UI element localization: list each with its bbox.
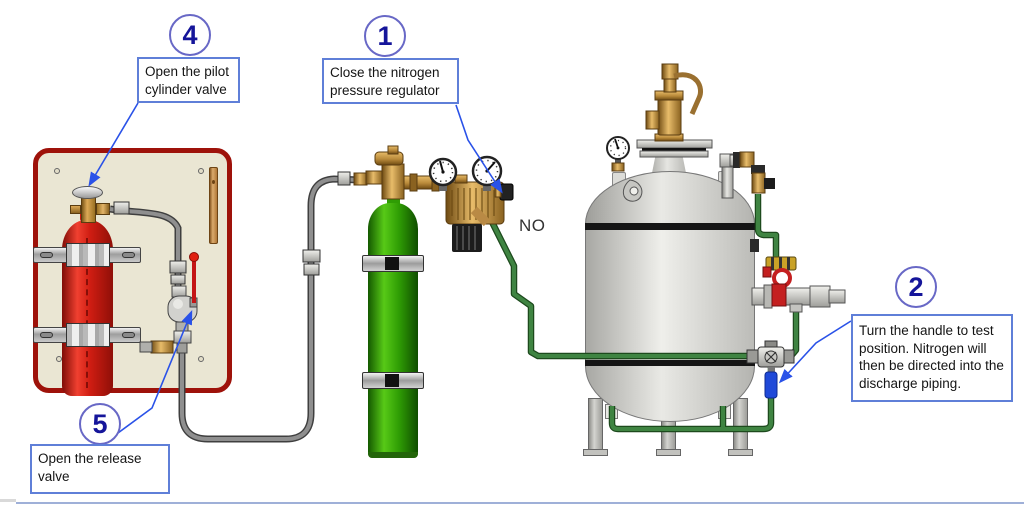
leader-step1 [455,104,503,194]
tank-pressure-gauge [606,136,630,172]
pilot-valve-outlet-nut [96,203,110,215]
pilot-cylinder-valve [81,197,96,223]
tank-foot [656,449,681,456]
callout-text: Open the release [38,451,142,466]
rail-slot [122,332,135,338]
panel-screw-hole [198,168,204,174]
tank-weld-band-lower [585,360,755,366]
callout-number-5: 5 [92,408,108,439]
clamp-buckle [385,257,399,270]
callout-box-4: Open the pilot cylinder valve [137,57,240,103]
discharge-pilot-valve [762,256,797,307]
pilot-cylinder-centerline [86,238,88,388]
tank-foot [728,449,753,456]
callout-text: then be directed into the [859,358,1004,374]
callout-number-1: 1 [377,20,393,51]
copper-tube-hole [212,180,215,184]
rail-slot [122,252,135,258]
callout-text: valve [38,468,70,484]
callout-circle-1: 1 [364,15,406,57]
callout-circle-5: 5 [79,403,121,445]
panel-screw-hole [54,168,60,174]
callout-text: Close the nitrogen [330,65,440,80]
test-valve-handle [764,371,778,399]
nitrogen-cylinder [368,203,418,458]
tank-flange-neck [652,156,686,173]
safety-relief-valve [636,63,713,158]
tank-leg [588,398,603,452]
callout-text: cylinder valve [145,81,227,97]
regulator-outlet [470,206,491,227]
callout-text: discharge piping. [859,375,962,391]
regulator-adjust-knob [452,224,482,252]
tank-weld-band-upper [585,223,755,230]
pressure-regulator [403,173,514,252]
panel-screw-hole [198,356,204,362]
callout-number-2: 2 [908,271,924,302]
inlet-valve-knob [764,178,775,189]
tank-leg [733,398,748,452]
relief-valve-lever [673,72,703,116]
regulator-gauge-left [428,157,458,191]
clamp-buckle [385,374,399,387]
cylinder-clamp-lower [66,323,110,347]
cylinder-clamp-upper [66,243,110,267]
pilot-valve-cap [72,186,103,199]
nitrogen-cylinder-base [368,452,418,458]
bottom-edge-stub [0,499,16,502]
rail-slot [40,332,53,338]
callout-text: pressure regulator [330,82,440,98]
copper-tube [209,167,218,244]
callout-text: position. Nitrogen will [859,340,987,356]
panel-screw-hole [56,356,62,362]
regulator-gauge-right [471,155,503,191]
leader-step2 [778,320,852,384]
regulator-no-label: NO [519,216,546,235]
discharge-piping [751,284,846,313]
regulator-shutoff-knob [499,183,514,201]
tank-foot [583,449,608,456]
callout-circle-2: 2 [895,266,937,308]
callout-box-2: Turn the handle to test position. Nitrog… [851,314,1013,402]
pilot-valve-port-left [70,205,81,214]
storage-tank [585,230,755,360]
callout-text: Open the pilot [145,64,230,79]
rail-slot [40,252,53,258]
callout-text: Turn the handle to test [859,323,994,338]
callout-box-1: Close the nitrogen pressure regulator [322,58,459,104]
bottom-edge-line [16,502,1024,504]
callout-number-4: 4 [182,19,198,50]
callout-box-5: Open the release valve [30,444,170,494]
callout-circle-4: 4 [169,14,211,56]
